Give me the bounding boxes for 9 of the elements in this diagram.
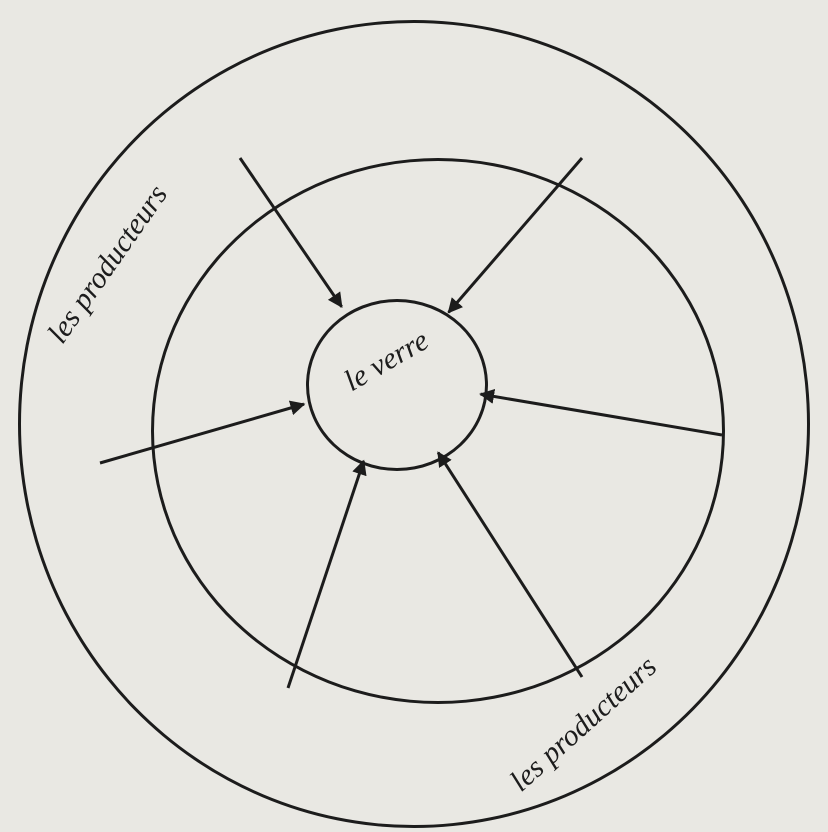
arrow [286,460,366,688]
circle-region [18,20,810,828]
arrow [436,451,584,678]
handwritten-label: le verre [340,325,434,397]
arrow [238,157,343,308]
circle-region [306,299,488,471]
arrow [447,157,584,314]
arrow [479,389,722,436]
arrow [100,400,306,464]
